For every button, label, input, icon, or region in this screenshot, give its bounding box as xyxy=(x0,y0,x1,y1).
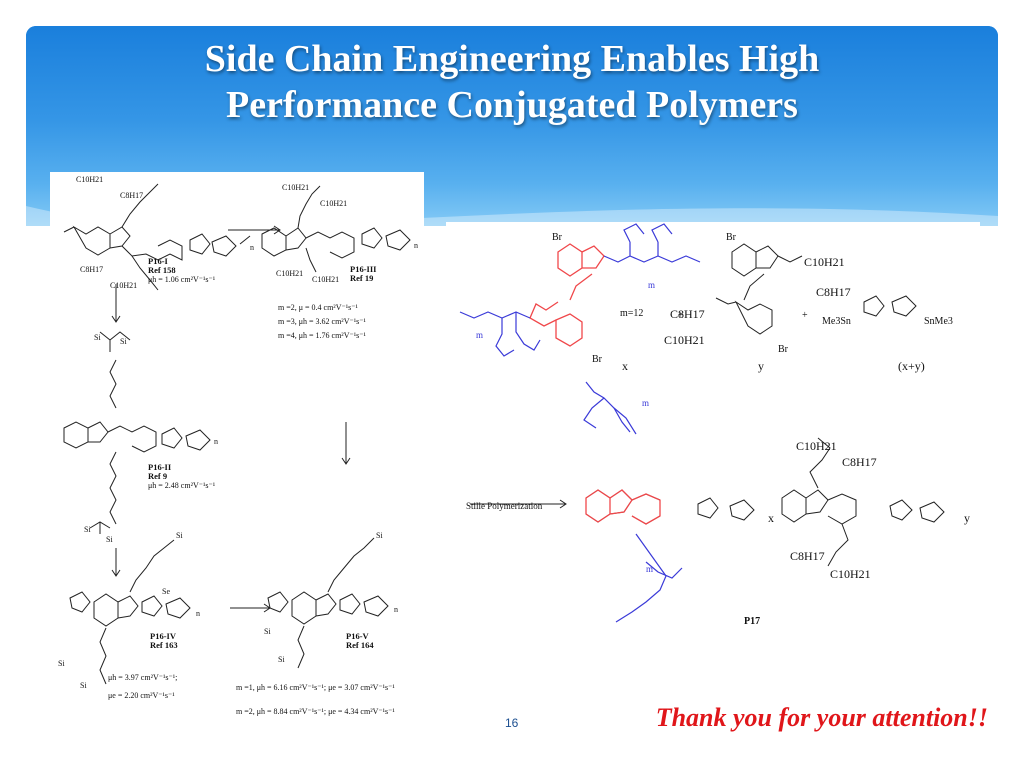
p17-y-label: y xyxy=(964,511,970,525)
p16-2-n: n xyxy=(214,437,218,446)
snme3-label: SnMe3 xyxy=(924,316,953,327)
p16-2-si-2: Si xyxy=(120,337,127,346)
br-label-1: Br xyxy=(552,232,563,243)
p16-3-mobility-m3: m =3, μh = 3.62 cm²V⁻¹s⁻¹ xyxy=(278,317,366,326)
title-line-2: Performance Conjugated Polymers xyxy=(226,84,798,126)
mono-c10: C10H21 xyxy=(804,255,845,269)
br-label-3: Br xyxy=(726,232,737,243)
p16-1-name: P16-I xyxy=(148,256,169,266)
p16-2-si-1: Si xyxy=(94,333,101,342)
title-line-1: Side Chain Engineering Enables High xyxy=(204,38,820,80)
xy-label: (x+y) xyxy=(898,359,925,373)
plus-2: + xyxy=(802,310,808,321)
p16-3-mobility-m4: m =4, μh = 1.76 cm²V⁻¹s⁻¹ xyxy=(278,331,366,340)
p16-5-si-2: Si xyxy=(278,655,285,664)
p16-4-se: Se xyxy=(162,587,170,596)
p16-3-c10-label-4: C10H21 xyxy=(312,275,339,284)
blue-side-chains xyxy=(459,223,701,623)
p16-3-c10-label: C10H21 xyxy=(282,183,309,192)
p16-1-c10-label: C10H21 xyxy=(76,175,103,184)
p16-1-ref: Ref 158 xyxy=(148,265,176,275)
p16-2-name: P16-II xyxy=(148,462,172,472)
p16-1-n: n xyxy=(250,243,254,252)
mono-c8-2: C8H17 xyxy=(670,307,705,321)
br-label-4: Br xyxy=(778,344,789,355)
p16-5-n: n xyxy=(394,605,398,614)
me3sn-label: Me3Sn xyxy=(822,316,851,327)
thank-you-text: Thank you for your attention!! xyxy=(655,703,988,732)
p16-4-mobility-h: μh = 3.97 cm²V⁻¹s⁻¹; xyxy=(108,673,177,682)
p16-2-ref: Ref 9 xyxy=(148,471,167,481)
p16-1-c10-label-2: C10H21 xyxy=(110,281,137,290)
left-figure-svg: C10H21 C8H17 C8H17 C10H21 n C10H21 C10H2… xyxy=(58,175,418,716)
p16-1-c8-label-2: C8H17 xyxy=(80,265,103,274)
right-figure-svg: Br Br Br Br m=12 + + Me3Sn SnMe3 Stille … xyxy=(459,223,970,627)
p16-3-name: P16-III xyxy=(350,264,377,274)
p16-5-si-top: Si xyxy=(376,531,383,540)
plus-1: + xyxy=(678,310,684,321)
black-structures xyxy=(470,243,945,567)
p16-5-name: P16-V xyxy=(346,631,370,641)
p16-3-mobility-m2: m =2, μ = 0.4 cm²V⁻¹s⁻¹ xyxy=(278,303,358,312)
m-label-2: m xyxy=(476,330,483,340)
m-label-4: m xyxy=(646,564,653,574)
p17-c10-2: C10H21 xyxy=(830,567,871,581)
p16-1-c8-label: C8H17 xyxy=(120,191,143,200)
p16-5-mobility-m2: m =2, μh = 8.84 cm²V⁻¹s⁻¹; μe = 4.34 cm²… xyxy=(236,707,395,716)
p16-3-n: n xyxy=(414,241,418,250)
p16-4-n: n xyxy=(196,609,200,618)
page-number: 16 xyxy=(505,716,519,730)
p16-4-si-1: Si xyxy=(58,659,65,668)
x-label: x xyxy=(622,359,628,373)
p16-5-ref: Ref 164 xyxy=(346,640,374,650)
p16-3-ref: Ref 19 xyxy=(350,273,373,283)
stille-label: Stille Polymerization xyxy=(466,501,543,511)
p16-4-mobility-e: μe = 2.20 cm²V⁻¹s⁻¹ xyxy=(108,691,175,700)
m-label-3: m xyxy=(642,398,649,408)
p16-1-mobility: μh = 1.06 cm²V⁻¹s⁻¹ xyxy=(148,275,216,284)
red-monomer xyxy=(529,243,605,347)
red-p17-core xyxy=(585,489,661,525)
m-label-1: m xyxy=(648,280,655,290)
mono-c10-2: C10H21 xyxy=(664,333,705,347)
right-figure: Br Br Br Br m=12 + + Me3Sn SnMe3 Stille … xyxy=(446,222,980,642)
left-figure: C10H21 C8H17 C8H17 C10H21 n C10H21 C10H2… xyxy=(50,172,424,724)
p16-2-si-4: Si xyxy=(106,535,113,544)
p17-c8: C8H17 xyxy=(842,455,877,469)
p16-5-mobility-m1: m =1, μh = 6.16 cm²V⁻¹s⁻¹; μe = 3.07 cm²… xyxy=(236,683,395,692)
br-label-2: Br xyxy=(592,354,603,365)
p16-2-mobility: μh = 2.48 cm²V⁻¹s⁻¹ xyxy=(148,481,216,490)
y-label: y xyxy=(758,359,764,373)
m12-label: m=12 xyxy=(620,308,643,319)
p16-4-name: P16-IV xyxy=(150,631,177,641)
mono-c8: C8H17 xyxy=(816,285,851,299)
p17-c10: C10H21 xyxy=(796,439,837,453)
p16-4-si-2: Si xyxy=(80,681,87,690)
p16-3-c10-label-3: C10H21 xyxy=(276,269,303,278)
p17-c8-2: C8H17 xyxy=(790,549,825,563)
p16-2-si-3: Si xyxy=(84,525,91,534)
p16-4-si-top: Si xyxy=(176,531,183,540)
slide-title: Side Chain Engineering Enables High Perf… xyxy=(0,36,1024,128)
p16-3-c10-label-2: C10H21 xyxy=(320,199,347,208)
p16-4-ref: Ref 163 xyxy=(150,640,178,650)
p17-x-label: x xyxy=(768,511,774,525)
p16-5-si-1: Si xyxy=(264,627,271,636)
p17-label: P17 xyxy=(744,616,760,627)
